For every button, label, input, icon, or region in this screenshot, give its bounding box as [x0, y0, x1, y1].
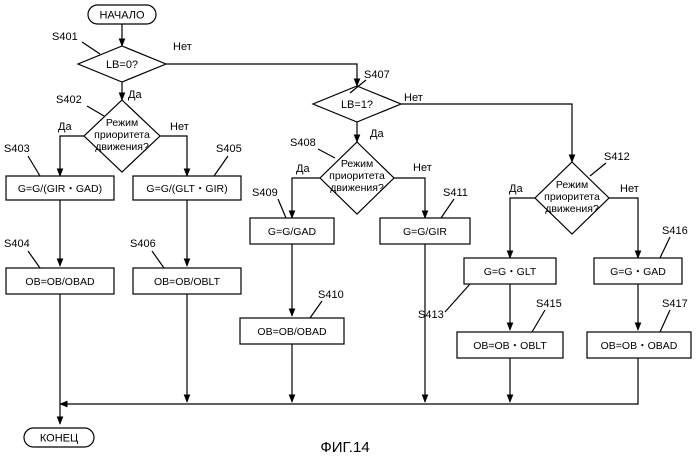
process-s404-text: OB=OB/OBAD — [25, 276, 95, 288]
process-s410-text: OB=OB/OBAD — [257, 326, 327, 338]
branch-yes-mode1: Да — [58, 121, 72, 133]
step-s401: S401 — [52, 31, 78, 43]
step-s409: S409 — [252, 187, 278, 199]
process-s416: G=G・GAD — [594, 258, 682, 284]
end-label: КОНЕЦ — [40, 433, 78, 445]
step-s408: S408 — [290, 137, 316, 149]
end-terminal: КОНЕЦ — [24, 428, 94, 447]
step-s412: S412 — [604, 151, 630, 163]
step-s407: S407 — [364, 69, 390, 81]
process-s405: G=G/(GLT・GIR) — [133, 176, 241, 200]
process-s403: G=G/(GIR・GAD) — [6, 176, 114, 200]
process-s406-text: OB=OB/OBLT — [154, 276, 221, 288]
branch-no-mode2: Нет — [413, 162, 432, 174]
process-s403-text: G=G/(GIR・GAD) — [18, 183, 102, 195]
decision-mode-2: Режим приоритета движения? — [320, 142, 394, 214]
step-s406: S406 — [130, 238, 156, 250]
mode-line3: движения? — [330, 182, 384, 194]
mode-line2: приоритета — [544, 191, 600, 203]
decision-lb1-label: LB=1? — [341, 99, 373, 111]
branch-no-lb1: Нет — [404, 92, 423, 104]
process-s417-text: OB=OB・OBAD — [601, 340, 678, 352]
process-s411: G=G/GIR — [380, 218, 470, 244]
process-s404: OB=OB/OBAD — [6, 268, 114, 294]
mode-line1: Режим — [341, 158, 373, 170]
mode-line1: Режим — [106, 117, 138, 129]
process-s415-text: OB=OB・OBLT — [473, 340, 547, 352]
mode-line2: приоритета — [94, 129, 150, 141]
start-label: НАЧАЛО — [99, 10, 145, 22]
process-s409-text: G=G/GAD — [268, 226, 317, 238]
process-s409: G=G/GAD — [250, 218, 334, 244]
process-s405-text: G=G/(GLT・GIR) — [146, 183, 227, 195]
step-s417: S417 — [662, 298, 688, 310]
decision-lb0: LB=0? — [78, 46, 166, 82]
start-terminal: НАЧАЛО — [88, 5, 156, 24]
branch-yes-mode3: Да — [509, 183, 523, 195]
figure-caption: ФИГ.14 — [320, 439, 369, 456]
process-s406: OB=OB/OBLT — [133, 268, 241, 294]
process-s416-text: G=G・GAD — [610, 266, 666, 278]
step-s405: S405 — [216, 143, 242, 155]
branch-no-mode1: Нет — [170, 121, 189, 133]
branch-no-lb0: Нет — [173, 41, 192, 53]
process-s415: OB=OB・OBLT — [457, 332, 563, 358]
step-s413: S413 — [418, 309, 444, 321]
step-s416: S416 — [662, 225, 688, 237]
mode-line1: Режим — [556, 179, 588, 191]
process-s411-text: G=G/GIR — [403, 226, 447, 238]
branch-no-mode3: Нет — [620, 183, 639, 195]
step-s402: S402 — [56, 94, 82, 106]
branch-yes-mode2: Да — [296, 163, 310, 175]
decision-mode-3: Режим приоритета движения? — [535, 162, 609, 234]
step-s415: S415 — [536, 298, 562, 310]
step-s411: S411 — [443, 187, 468, 199]
branch-yes-lb1: Да — [370, 128, 384, 140]
mode-line3: движения? — [95, 141, 149, 153]
process-s413: G=G・GLT — [464, 258, 556, 284]
mode-line3: движения? — [545, 203, 599, 215]
step-s404: S404 — [4, 238, 30, 250]
connector-lines — [60, 24, 638, 424]
mode-line2: приоритета — [329, 170, 385, 182]
decision-lb0-label: LB=0? — [106, 59, 138, 71]
step-s410: S410 — [318, 289, 344, 301]
step-s403: S403 — [4, 143, 30, 155]
branch-yes-lb0: Да — [128, 89, 142, 101]
decision-lb1: LB=1? — [313, 86, 401, 122]
process-s417: OB=OB・OBAD — [587, 332, 691, 358]
process-s413-text: G=G・GLT — [484, 266, 537, 278]
process-s410: OB=OB/OBAD — [240, 318, 344, 344]
